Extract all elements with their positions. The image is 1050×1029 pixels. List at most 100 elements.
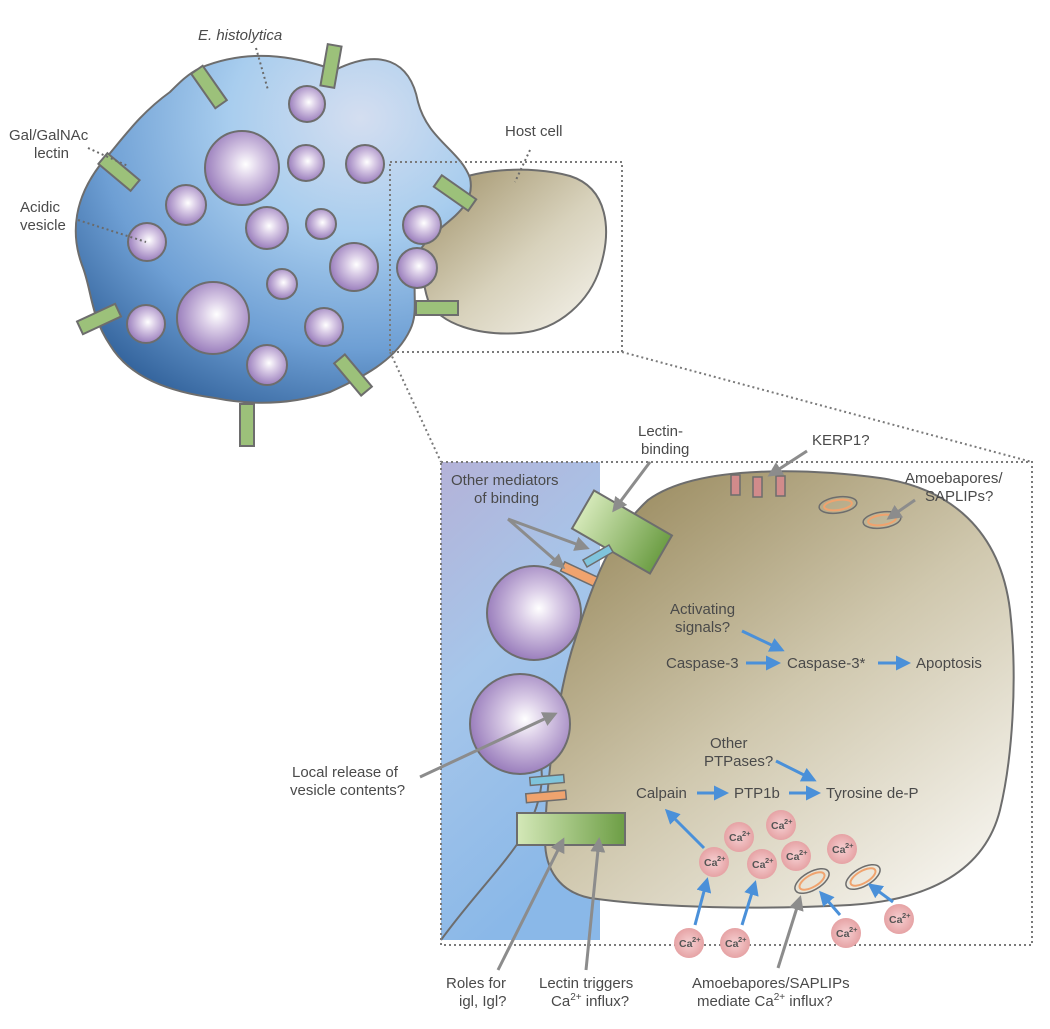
roles-label-line1: Roles for [446,975,506,992]
vesicle [246,344,288,386]
leader-lines [77,47,531,243]
vesicle-large [469,673,571,775]
local-release-label-line1: Local release of [292,764,399,781]
vesicle [329,242,379,292]
amoebapore [794,867,830,895]
kerp1-label: KERP1? [812,432,870,449]
arrow-mediator-blue [507,517,590,551]
lectin [319,42,343,90]
amoebapores-label-line1: Amoebapores/ [905,470,1003,487]
svg-text:Ca: Ca [832,844,846,856]
calpain-label: Calpain [636,785,687,802]
lectin-label-line2: lectin [34,145,69,162]
lectin [415,300,459,316]
zoom-frame [440,461,1033,946]
vesicle [396,247,438,289]
vesicle [266,268,298,300]
amoebapore [845,863,881,891]
svg-text:Ca: Ca [729,832,743,844]
svg-text:Ca: Ca [704,857,718,869]
arrow-otherptpases-to-tyrosine [775,759,817,782]
svg-text:2+: 2+ [692,935,701,944]
amoebapore [818,495,858,515]
arrow-lectin-triggers [584,837,606,971]
amoebapores-mediate-ca: mediate Ca [697,993,774,1010]
arrow-lectin-binding [612,461,652,513]
svg-text:Ca: Ca [752,859,766,871]
activating-label-line2: signals? [675,619,730,636]
vesicle [204,130,280,206]
lectin-triggers-label-line1: Lectin triggers [539,975,633,992]
lectin-triggers-rest: influx? [582,993,630,1010]
lectin-block-bottom [516,812,626,846]
arrow-ca-influx-pore [819,890,842,916]
mediator-blue [581,544,615,568]
lectin [189,64,229,110]
amoebapore-inner [823,498,853,512]
lectin-label-line1: Gal/GalNAc [9,127,89,144]
amoebapore-inner [798,871,826,891]
other-mediators-label-line1: Other mediators [451,472,559,489]
arrow-kerp1 [767,449,808,477]
vesicle-large [486,565,582,661]
zoom-connectors [389,351,1033,463]
blue-arrows [664,629,911,926]
zoom-box [389,161,623,353]
ptp1b-label: PTP1b [734,785,780,802]
svg-text:2+: 2+ [902,911,911,920]
kerp1-group [730,474,786,498]
organism-label: E. histolytica [198,27,282,44]
svg-text:Ca: Ca [889,914,903,926]
caspase3-star-label: Caspase-3* [787,655,866,672]
vesicle [176,281,250,355]
lectin-triggers-sup: 2+ [570,992,582,1003]
svg-text:Ca: Ca [836,928,850,940]
svg-text:Ca: Ca [771,820,785,832]
vesicle [126,304,166,344]
lectin-triggers-label-line2: Ca2+ influx? [551,992,629,1010]
local-release-label-line2: vesicle contents? [290,782,405,799]
lectin-group [75,42,478,447]
amoebapores-mediate-label-line1: Amoebapores/SAPLIPs [692,975,850,992]
activating-label-line1: Activating [670,601,735,618]
other-ptpases-label-line2: PTPases? [704,753,773,770]
other-mediators-label-line2: of binding [474,490,539,507]
vesicle [304,307,344,347]
arrow-amoebapores [886,498,916,520]
apoptosis-label: Apoptosis [916,655,982,672]
arrow-ca-influx [740,880,759,926]
vesicle [287,144,325,182]
vesicle-label-line2: vesicle [20,217,66,234]
svg-text:2+: 2+ [717,854,726,863]
lectin-triggers-ca: Ca [551,993,571,1010]
svg-text:Ca: Ca [679,938,693,950]
amoebapores-mediate-label-line2: mediate Ca2+ influx? [697,992,833,1010]
roles-label-line2: igl, Igl? [459,993,507,1010]
vesicle [402,205,442,245]
lectin [332,353,374,397]
kerp1-protein [752,476,763,498]
overview-panel: E. histolytica Gal/GalNAc lectin Acidic … [9,27,1033,463]
arrow-amoebapores-mediate [776,895,804,969]
lectin [239,403,255,447]
arrow-mediator-orange [507,517,566,569]
svg-text:2+: 2+ [799,848,808,857]
amoebapores-mediate-rest: influx? [785,993,833,1010]
arrow-local-release [419,712,558,779]
arrow-ca-influx [693,877,712,926]
other-ptpases-label-line1: Other [710,735,748,752]
tyrosine-label: Tyrosine de-P [826,785,919,802]
lectin [97,151,141,193]
vesicle [165,184,207,226]
arrow-activating-to-caspase3star [741,629,785,652]
svg-text:2+: 2+ [845,841,854,850]
